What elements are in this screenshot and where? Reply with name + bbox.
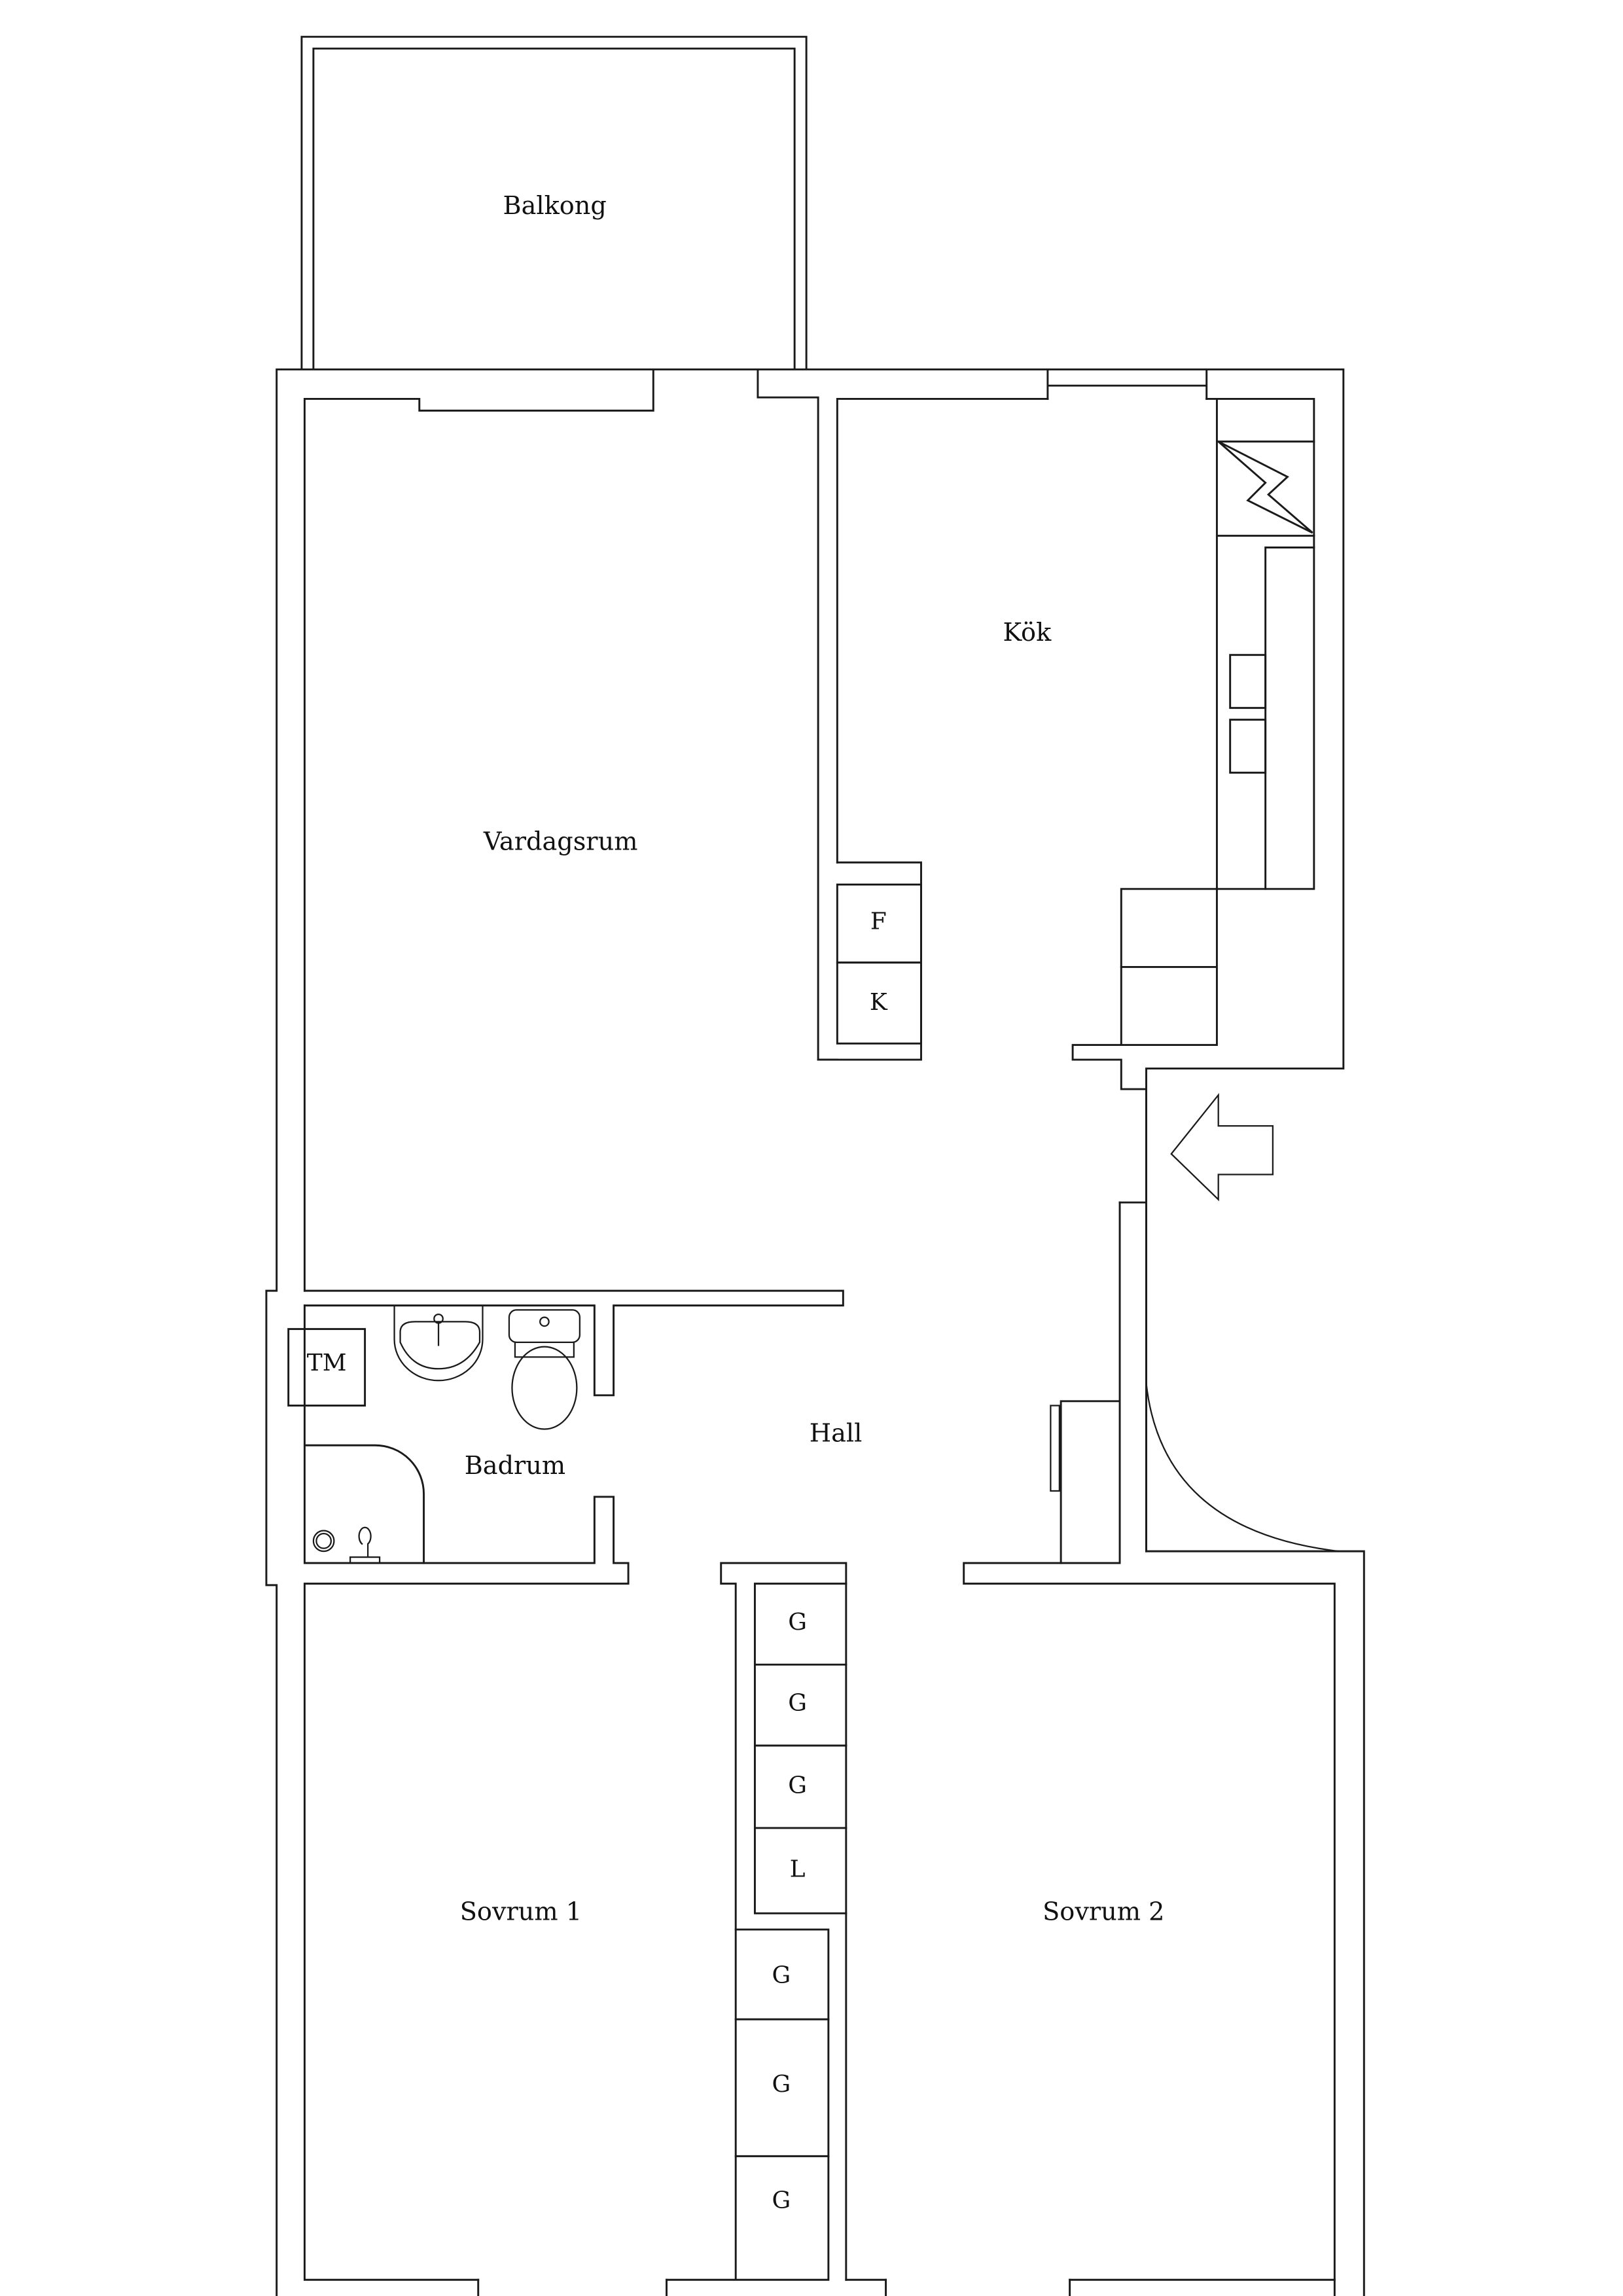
wardrobe-label: G <box>772 1962 791 1989</box>
bathroom-fixtures <box>287 1304 580 1564</box>
entrance-arrow-icon <box>1170 1092 1274 1202</box>
wardrobe-label: G <box>772 2187 791 2214</box>
room-label-vardagsrum: Vardagsrum <box>483 828 638 857</box>
washer-box <box>287 1328 366 1407</box>
room-label-hall: Hall <box>810 1419 863 1448</box>
freezer-box <box>836 961 922 1045</box>
wardrobe-label: G <box>788 1690 807 1717</box>
washbasin-icon <box>393 1304 484 1382</box>
outer-walls <box>265 368 1365 2296</box>
room-label-balkong: Balkong <box>503 192 606 221</box>
toilet-icon <box>508 1309 580 1430</box>
floor-drain-icon <box>312 1530 335 1552</box>
balcony <box>300 35 808 369</box>
linen-closet-label: L <box>790 1856 806 1883</box>
room-label-badrum: Badrum <box>465 1452 565 1480</box>
interior-walls <box>303 1289 1336 2296</box>
room-label-sovrum1: Sovrum 1 <box>460 1897 582 1926</box>
stove-icon <box>1217 440 1313 534</box>
fridge-label: F <box>870 908 887 935</box>
freezer-label: K <box>870 989 888 1016</box>
room-label-kok: Kök <box>1003 619 1052 647</box>
wardrobe-label: G <box>772 2071 791 2098</box>
wardrobe-label: G <box>788 1609 807 1636</box>
hall-wardrobes <box>753 1663 847 1829</box>
entrance-door <box>963 1088 1340 2296</box>
washer-label: TM <box>307 1350 347 1376</box>
shower-icon <box>303 1444 425 1564</box>
kitchen-fixtures <box>817 397 1315 1061</box>
room-label-sovrum2: Sovrum 2 <box>1043 1897 1164 1926</box>
wardrobe-label: G <box>788 1772 807 1799</box>
sovrum1-wardrobes <box>734 2018 830 2157</box>
